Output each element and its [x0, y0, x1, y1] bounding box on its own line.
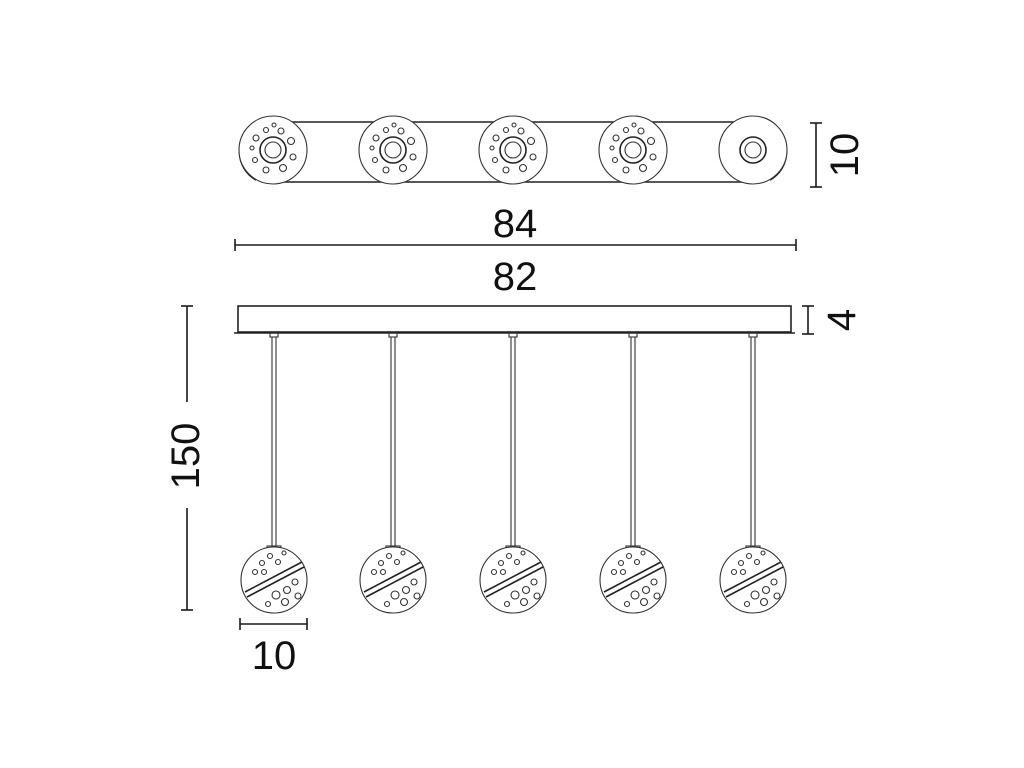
dimension-globe-diameter: 10	[239, 618, 308, 678]
dimension-label-top-view-depth: 10	[823, 133, 867, 178]
dimension-label-total-height: 150	[164, 423, 208, 490]
pendant-5	[719, 332, 787, 614]
top-view-globe-3	[478, 115, 548, 185]
top-view-globe-5	[718, 115, 788, 185]
pendant-3	[479, 332, 547, 614]
dimension-total-height: 150	[164, 305, 208, 611]
dimension-label-canopy-length: 82	[493, 255, 538, 299]
top-view-globe-2	[358, 115, 428, 185]
side-view	[234, 305, 795, 614]
dimension-overall-length: 84	[234, 202, 797, 251]
dimension-label-overall-length: 84	[493, 202, 538, 246]
dimension-label-canopy-height: 4	[820, 309, 864, 331]
top-view	[238, 115, 788, 185]
canopy	[237, 305, 792, 333]
dimension-top-view-depth: 10	[810, 122, 867, 188]
pendant-4	[599, 332, 667, 614]
pendant-1	[240, 332, 308, 614]
top-view-globe-1	[238, 115, 308, 185]
dimension-label-globe-diameter: 10	[252, 634, 297, 678]
top-view-globe-4	[598, 115, 668, 185]
pendant-2	[359, 332, 427, 614]
dimension-canopy-height: 4	[802, 305, 864, 335]
